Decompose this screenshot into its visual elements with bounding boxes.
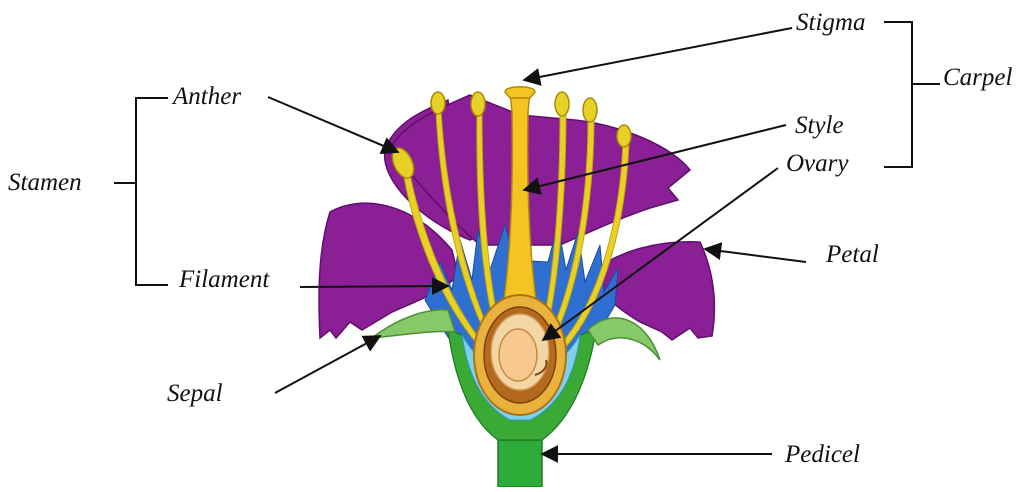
arrow-anther [268, 97, 398, 152]
label-stamen: Stamen [8, 169, 82, 196]
stigma [505, 87, 535, 98]
anther-4 [555, 92, 569, 116]
label-petal: Petal [825, 241, 879, 268]
label-filament: Filament [178, 266, 270, 293]
label-anther: Anther [171, 83, 241, 110]
pedicel-stalk [498, 440, 542, 487]
anther-6 [617, 125, 631, 147]
label-stigma: Stigma [796, 9, 865, 36]
anther-2 [431, 92, 445, 114]
stamen-bracket [114, 98, 168, 285]
label-pedicel: Pedicel [784, 441, 860, 468]
ovule [499, 329, 537, 381]
arrow-stigma [524, 28, 792, 80]
anther-3 [471, 92, 485, 116]
anther-5 [583, 98, 597, 122]
carpel-bracket [884, 22, 940, 167]
arrow-petal [705, 249, 806, 262]
label-ovary: Ovary [786, 150, 849, 177]
label-carpel: Carpel [943, 64, 1013, 91]
arrow-sepal [275, 336, 380, 393]
label-style: Style [795, 112, 844, 139]
arrow-filament [300, 286, 448, 287]
label-sepal: Sepal [167, 380, 223, 407]
